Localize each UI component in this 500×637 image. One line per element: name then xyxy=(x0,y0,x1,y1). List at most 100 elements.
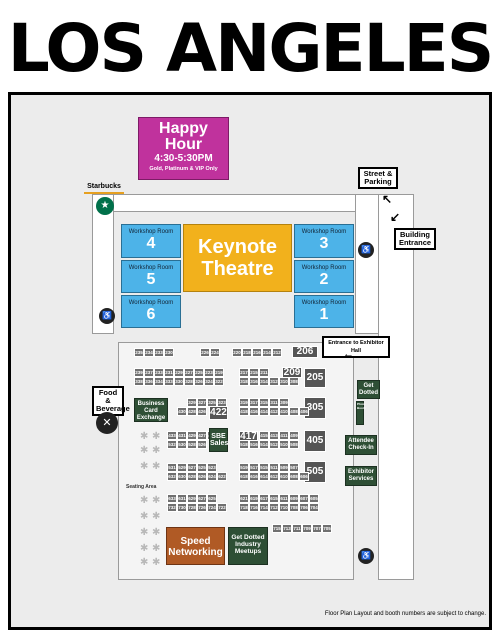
workshop-room-6: Workshop Room 6 xyxy=(121,295,181,328)
seat-icon: ✱ xyxy=(152,511,161,522)
booth-336: 336 xyxy=(144,377,154,386)
booth-519: 519 xyxy=(239,463,249,472)
booth-517: 517 xyxy=(249,463,259,472)
booth-217: 217 xyxy=(239,368,249,377)
booth-311: 311 xyxy=(269,398,279,407)
booth-508: 508 xyxy=(289,440,299,449)
booth-212: 212 xyxy=(272,348,282,357)
seat-icon: ✱ xyxy=(152,527,161,538)
booth-633: 633 xyxy=(167,494,177,503)
sbe-sales: SBE Sales xyxy=(209,428,228,452)
booth-713: 713 xyxy=(282,524,292,533)
booth-509: 509 xyxy=(279,463,289,472)
booth-518: 518 xyxy=(239,440,249,449)
booth-531: 531 xyxy=(167,463,177,472)
booth-224: 224 xyxy=(210,348,220,357)
building-entrance-label: Building Entrance xyxy=(394,228,436,250)
booth-709: 709 xyxy=(302,524,312,533)
booth-211: 211 xyxy=(259,368,269,377)
booth-234: 234 xyxy=(144,348,154,357)
booth-728: 728 xyxy=(187,503,197,512)
booth-510: 510 xyxy=(279,440,289,449)
booth-710: 710 xyxy=(279,503,289,512)
booth-628: 628 xyxy=(187,472,197,481)
booth-706: 706 xyxy=(299,503,309,512)
booth-527: 527 xyxy=(187,463,197,472)
workshop-room-2: Workshop Room 2 xyxy=(294,260,354,293)
booth-718: 718 xyxy=(239,503,249,512)
booth-609: 609 xyxy=(289,494,299,503)
booth-323: 323 xyxy=(217,398,227,407)
booth-523: 523 xyxy=(207,463,217,472)
booth-526: 526 xyxy=(197,440,207,449)
booth-615: 615 xyxy=(269,494,279,503)
booth-230: 230 xyxy=(164,348,174,357)
booth-505: 505 xyxy=(304,461,326,483)
get-dotted-booth: Get Dotted xyxy=(357,380,380,399)
starbucks-icon: ★ xyxy=(96,197,114,215)
happy-hour-note: Gold, Platinum & VIP Only xyxy=(149,166,218,172)
booth-239: 239 xyxy=(134,368,144,377)
booth-414: 414 xyxy=(259,407,269,416)
booth-732: 732 xyxy=(167,503,177,512)
workshop-room-1: Workshop Room 1 xyxy=(294,295,354,328)
booth-325: 325 xyxy=(207,398,217,407)
booth-205: 205 xyxy=(304,368,326,388)
booth-324: 324 xyxy=(204,377,214,386)
workshop-room-5: Workshop Room 5 xyxy=(121,260,181,293)
food-beverage-label: Food & Beverage xyxy=(92,386,130,416)
booth-704: 704 xyxy=(309,503,319,512)
seat-icon: ✱ xyxy=(152,431,161,442)
booth-406: 406 xyxy=(299,407,309,416)
booth-416: 416 xyxy=(249,407,259,416)
booth-333: 333 xyxy=(164,377,174,386)
booth-214: 214 xyxy=(262,348,272,357)
happy-hour-time: 4:30-5:30PM xyxy=(154,153,213,164)
booth-726: 726 xyxy=(197,503,207,512)
booth-606: 606 xyxy=(299,472,309,481)
booth-512: 512 xyxy=(269,440,279,449)
booth-617: 617 xyxy=(259,494,269,503)
booth-619: 619 xyxy=(249,494,259,503)
booth-317: 317 xyxy=(249,398,259,407)
booth-631: 631 xyxy=(177,494,187,503)
seat-icon: ✱ xyxy=(140,445,149,456)
footer-note: Floor Plan Layout and booth numbers are … xyxy=(324,611,486,617)
booth-231: 231 xyxy=(164,368,174,377)
booth-528: 528 xyxy=(187,440,197,449)
exhibitor-services: Exhibitor Services xyxy=(345,466,377,486)
happy-hour-sign: Happy Hour 4:30-5:30PM Gold, Platinum & … xyxy=(138,117,229,180)
arrow-left-icon: ← xyxy=(343,348,354,360)
booth-223: 223 xyxy=(204,368,214,377)
booth-233: 233 xyxy=(154,368,164,377)
seat-icon: ✱ xyxy=(140,495,149,506)
booth-724: 724 xyxy=(207,503,217,512)
booth-616: 616 xyxy=(249,472,259,481)
workshop-room-3: Workshop Room 3 xyxy=(294,224,354,258)
starbucks-label: Starbucks xyxy=(84,182,124,194)
booth-413: 413 xyxy=(269,431,279,440)
booth-624: 624 xyxy=(207,472,217,481)
booth-614: 614 xyxy=(259,472,269,481)
booth-516: 516 xyxy=(249,440,259,449)
booth-219: 219 xyxy=(214,368,224,377)
booth-627: 627 xyxy=(197,494,207,503)
booth-312: 312 xyxy=(269,377,279,386)
booth-316: 316 xyxy=(249,377,259,386)
booth-625: 625 xyxy=(207,494,217,503)
booth-610: 610 xyxy=(279,472,289,481)
booth-328: 328 xyxy=(184,377,194,386)
arrow-down-left-icon: ↙ xyxy=(390,210,401,224)
booth-220: 220 xyxy=(232,348,242,357)
booth-608: 608 xyxy=(289,472,299,481)
booth-708: 708 xyxy=(289,503,299,512)
booth-622: 622 xyxy=(217,472,227,481)
booth-338: 338 xyxy=(134,377,144,386)
booth-233: 233 xyxy=(154,348,164,357)
booth-235: 235 xyxy=(134,348,144,357)
restroom-icon: ♿ xyxy=(99,308,115,324)
get-dotted-industry-meetups: Get Dotted Industry Meetups xyxy=(228,527,268,565)
booth-730: 730 xyxy=(177,503,187,512)
seat-icon: ✱ xyxy=(152,461,161,472)
booth-227: 227 xyxy=(184,368,194,377)
